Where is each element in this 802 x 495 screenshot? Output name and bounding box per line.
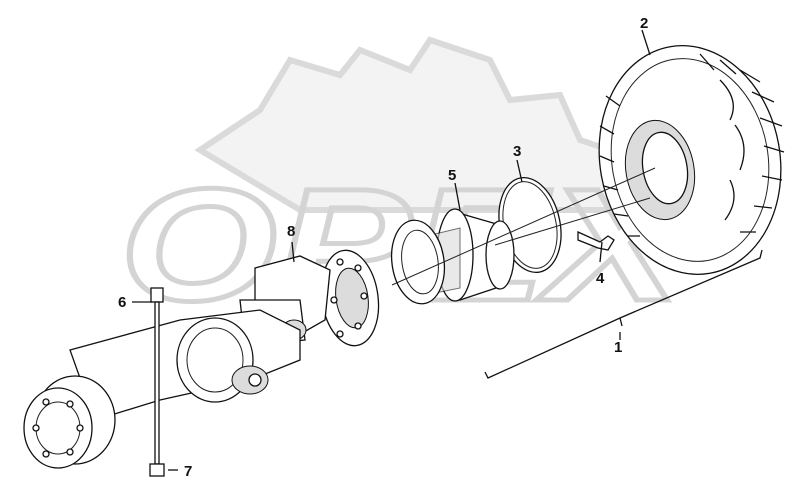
callout-6: 6 [118, 294, 126, 311]
leader-lines [132, 29, 651, 471]
tire [598, 45, 785, 275]
callout-7: 7 [184, 463, 192, 480]
left-wheel-end [23, 375, 116, 469]
callout-4: 4 [596, 270, 605, 287]
callout-1: 1 [614, 339, 622, 356]
lock-ring [390, 219, 446, 305]
axle-housing [69, 309, 301, 421]
assembly-lines [391, 167, 656, 286]
callouts: 1 2 3 4 5 6 7 8 [118, 15, 648, 480]
wheel-hub [320, 249, 380, 347]
callout-2: 2 [640, 15, 648, 32]
assembly-bracket [484, 249, 763, 379]
nut [149, 463, 165, 477]
valve [577, 230, 615, 251]
callout-3: 3 [513, 143, 521, 160]
callout-8: 8 [287, 223, 295, 240]
callout-5: 5 [448, 167, 456, 184]
